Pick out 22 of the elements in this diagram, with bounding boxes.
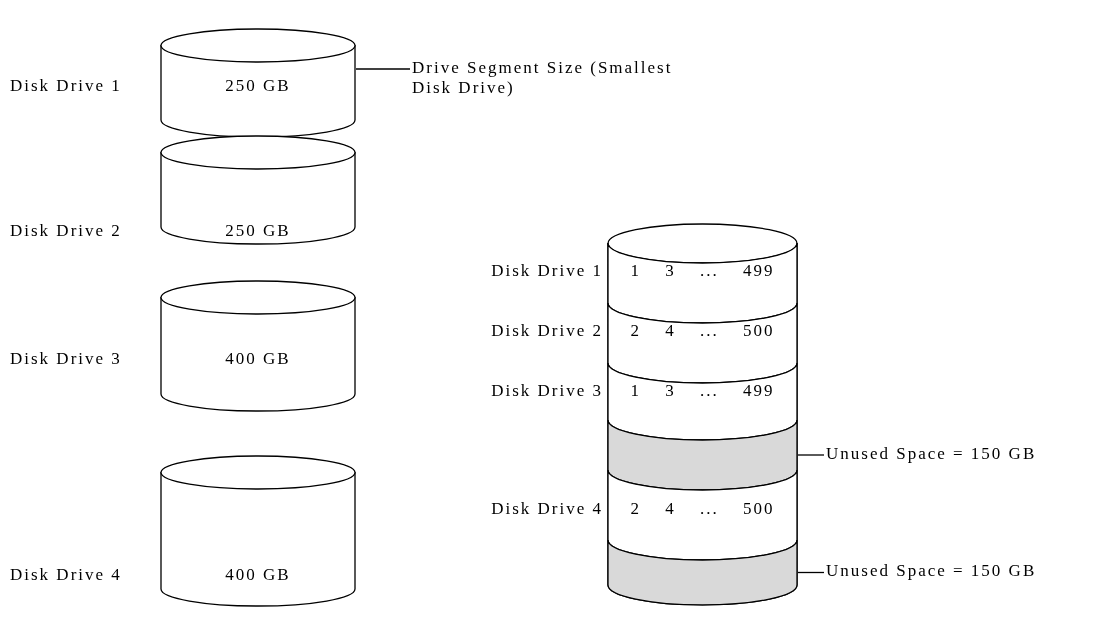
segment-numbers: 2 4 ... 500: [629, 321, 776, 341]
drive-label: Disk Drive 1: [491, 261, 603, 281]
leader-line: [797, 454, 825, 456]
callout-text: Unused Space = 150 GB: [826, 444, 1096, 464]
segment-numbers: 1 3 ... 499: [629, 381, 776, 401]
drive-label: Disk Drive 4: [491, 499, 603, 519]
callout-text: Drive Segment Size (Smallest Disk Drive): [412, 58, 692, 98]
drive-label: Disk Drive 1: [10, 76, 122, 96]
drive-label: Disk Drive 3: [491, 381, 603, 401]
drive-label: Disk Drive 3: [10, 349, 122, 369]
capacity-label: 250 GB: [224, 76, 292, 96]
leader-line: [797, 571, 825, 574]
capacity-label: 400 GB: [224, 349, 292, 369]
segment-numbers: 1 3 ... 499: [629, 261, 776, 281]
drive-label: Disk Drive 4: [10, 565, 122, 585]
drive-label: Disk Drive 2: [491, 321, 603, 341]
leader-line: [355, 68, 411, 70]
segment-numbers: 2 4 ... 500: [629, 499, 776, 519]
drive-label: Disk Drive 2: [10, 221, 122, 241]
callout-text: Unused Space = 150 GB: [826, 561, 1096, 581]
capacity-label: 250 GB: [224, 221, 292, 241]
capacity-label: 400 GB: [224, 565, 292, 585]
